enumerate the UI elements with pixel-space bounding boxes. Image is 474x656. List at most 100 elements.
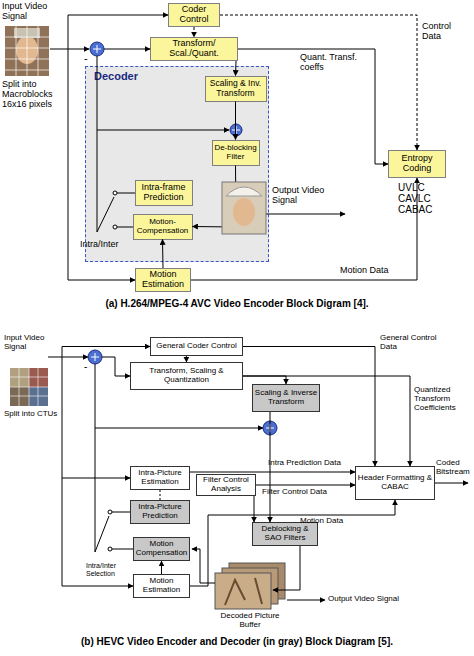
picture-block [29,368,48,387]
text-label: Decoded Picture Buffer [210,612,290,630]
edge-label: Motion Data [340,266,400,276]
text-label: Input Video Signal [2,2,52,22]
process-box: Motion Estimation [133,574,190,598]
edge-label: Filter Control Data [262,488,342,497]
connector [194,27,195,37]
wire [95,428,263,429]
group-heading: Decoder [94,70,138,82]
picture-frame [215,573,271,609]
process-box: Filter Control Analysis [196,474,256,496]
box-text: Deblocking & SAO Filters [254,525,316,543]
wire [62,357,133,586]
process-box: Scaling & Inv. Transform [205,76,267,102]
switch-contact [108,510,112,514]
box-text: Motion Estimation [135,577,188,595]
box-text: Transform/ Scal./Quant. [152,39,236,59]
box-text: Entropy Coding [390,154,444,174]
input-picture [5,26,49,76]
wire [62,478,130,479]
box-text: De-blocking Filter [214,144,258,162]
picture-frame [222,568,278,604]
picture-frame [229,563,285,599]
input-picture [10,368,48,406]
edge-label: Quantized Transform Coefficients [414,386,472,412]
wire [435,483,468,484]
connector [190,500,395,586]
decoder-group: DecoderScaling & Inv. TransformDe-blocki… [85,66,269,262]
sum-node [263,421,277,435]
text-label: Output Video Signal [272,186,334,206]
picture-block [10,368,29,387]
box-text: Motion Compensation [135,540,188,558]
text-label: (b) HEVC Video Encoder and Decoder (in g… [0,636,474,647]
picture-hat [14,28,40,38]
wire [50,49,89,50]
connector [161,561,162,574]
macroblock-grid [5,26,49,76]
box-text: Motion Estimation [137,270,189,290]
process-box: Motion Compensation [133,537,190,561]
process-box: General Coder Control [150,337,243,356]
edge-label: Intra Prediction Data [268,459,358,468]
connector [243,376,410,466]
wire [287,600,325,601]
box-text: Transform, Scaling & Quantization [132,367,241,385]
wire [48,357,88,358]
text-label: (a) H.264/MPEG-4 AVC Video Encoder Block… [0,298,474,309]
box-text: Intra-Picture Estimation [132,469,188,487]
process-box: Intra-frame Prediction [135,180,193,206]
wire [95,364,96,552]
process-box: Coder Control [168,3,220,27]
text-label: UVLC CAVLC CABAC [398,182,438,215]
text-label: - [84,52,94,64]
box-text: Motion-Compensation [135,218,191,236]
switch-contact [108,547,112,551]
text-label: Intra/Inter Selection [86,562,130,577]
process-box: Intra-Picture Prediction [130,500,190,524]
text-label: Split into CTUs [4,410,66,419]
ctu-grid [10,368,48,406]
wire [192,549,215,583]
process-box: Motion Estimation [135,268,191,292]
wire [265,214,345,215]
edge-label: General Control Data [380,334,442,352]
picture-detail [225,578,262,605]
connector [254,496,255,522]
box-text: Coder Control [170,5,218,25]
edge-label: Quant. Transf. coeffs [300,53,370,73]
box-text: Intra-Picture Prediction [132,503,188,521]
connector [256,485,355,486]
connector [243,376,286,384]
process-box: Deblocking & SAO Filters [252,522,318,546]
process-box: Transform, Scaling & Quantization [130,362,243,390]
text-label: Input Video Signal [4,334,56,352]
control-wire [160,490,161,500]
box-text: Scaling & Inverse Transform [254,389,318,407]
switch-lever [95,516,109,552]
process-box: Entropy Coding [388,150,446,178]
edge-label: Control Data [422,22,472,42]
text-label: - [84,361,94,372]
process-box: Intra-Picture Estimation [130,466,190,490]
process-box: De-blocking Filter [212,140,260,166]
box-text: Intra-frame Prediction [137,183,191,203]
text-label: Coded Bitstream [436,459,474,477]
picture-block [29,387,48,406]
wire [273,546,300,590]
edge-label: Motion Data [300,517,360,526]
picture-face [16,36,38,64]
box-text: General Coder Control [156,342,236,351]
sum-node [88,350,102,364]
sum-node [90,42,104,56]
process-box: Scaling & Inverse Transform [252,384,320,412]
box-text: Scaling & Inv. Transform [207,79,265,98]
sum-plus [266,424,274,432]
connector [190,472,355,473]
wire [104,49,150,50]
wire [102,357,130,376]
text-label: Split into Macroblocks 16x16 pixels [2,80,66,110]
text-label: Intra/Inter [80,240,130,250]
picture-bg [10,368,48,406]
wire [62,347,150,358]
